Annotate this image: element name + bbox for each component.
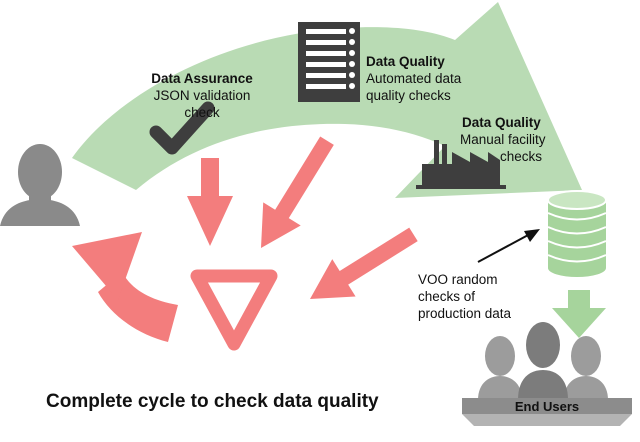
label-voo-line1: VOO random: [418, 272, 498, 287]
red-arrow-from-manual: [310, 227, 418, 299]
person-icon: [0, 144, 80, 226]
label-voo-line3: production data: [418, 306, 512, 321]
red-cycle-arrow: [72, 232, 178, 342]
red-arrow-from-assurance: [187, 158, 233, 246]
label-end-users: End Users: [515, 399, 579, 414]
label-dq-automated-title: Data Quality: [366, 54, 445, 69]
warning-triangle-icon: [190, 269, 278, 351]
label-dq-manual-title: Data Quality: [462, 115, 541, 130]
label-voo-line2: checks of: [418, 289, 475, 304]
green-down-arrow: [552, 290, 606, 338]
database-icon: [547, 190, 607, 277]
end-users-platform: [462, 398, 632, 414]
people-group-icon: [462, 322, 632, 426]
red-arrow-from-automated: [261, 136, 334, 248]
pointer-arrow: [477, 229, 540, 263]
diagram-caption: Complete cycle to check data quality: [46, 391, 379, 412]
label-data-assurance-title: Data Assurance: [151, 71, 253, 86]
label-dq-automated-line1: Automated data: [366, 71, 462, 86]
label-data-assurance-line2: check: [184, 105, 220, 120]
label-dq-manual-line2: checks: [500, 149, 542, 164]
label-dq-manual-line1: Manual facility: [460, 132, 546, 147]
checkmark-icon: [149, 101, 215, 155]
label-data-assurance-line1: JSON validation: [154, 88, 251, 103]
checklist-icon: [298, 22, 360, 102]
factory-icon: [416, 140, 506, 189]
label-dq-automated-line2: quality checks: [366, 88, 451, 103]
